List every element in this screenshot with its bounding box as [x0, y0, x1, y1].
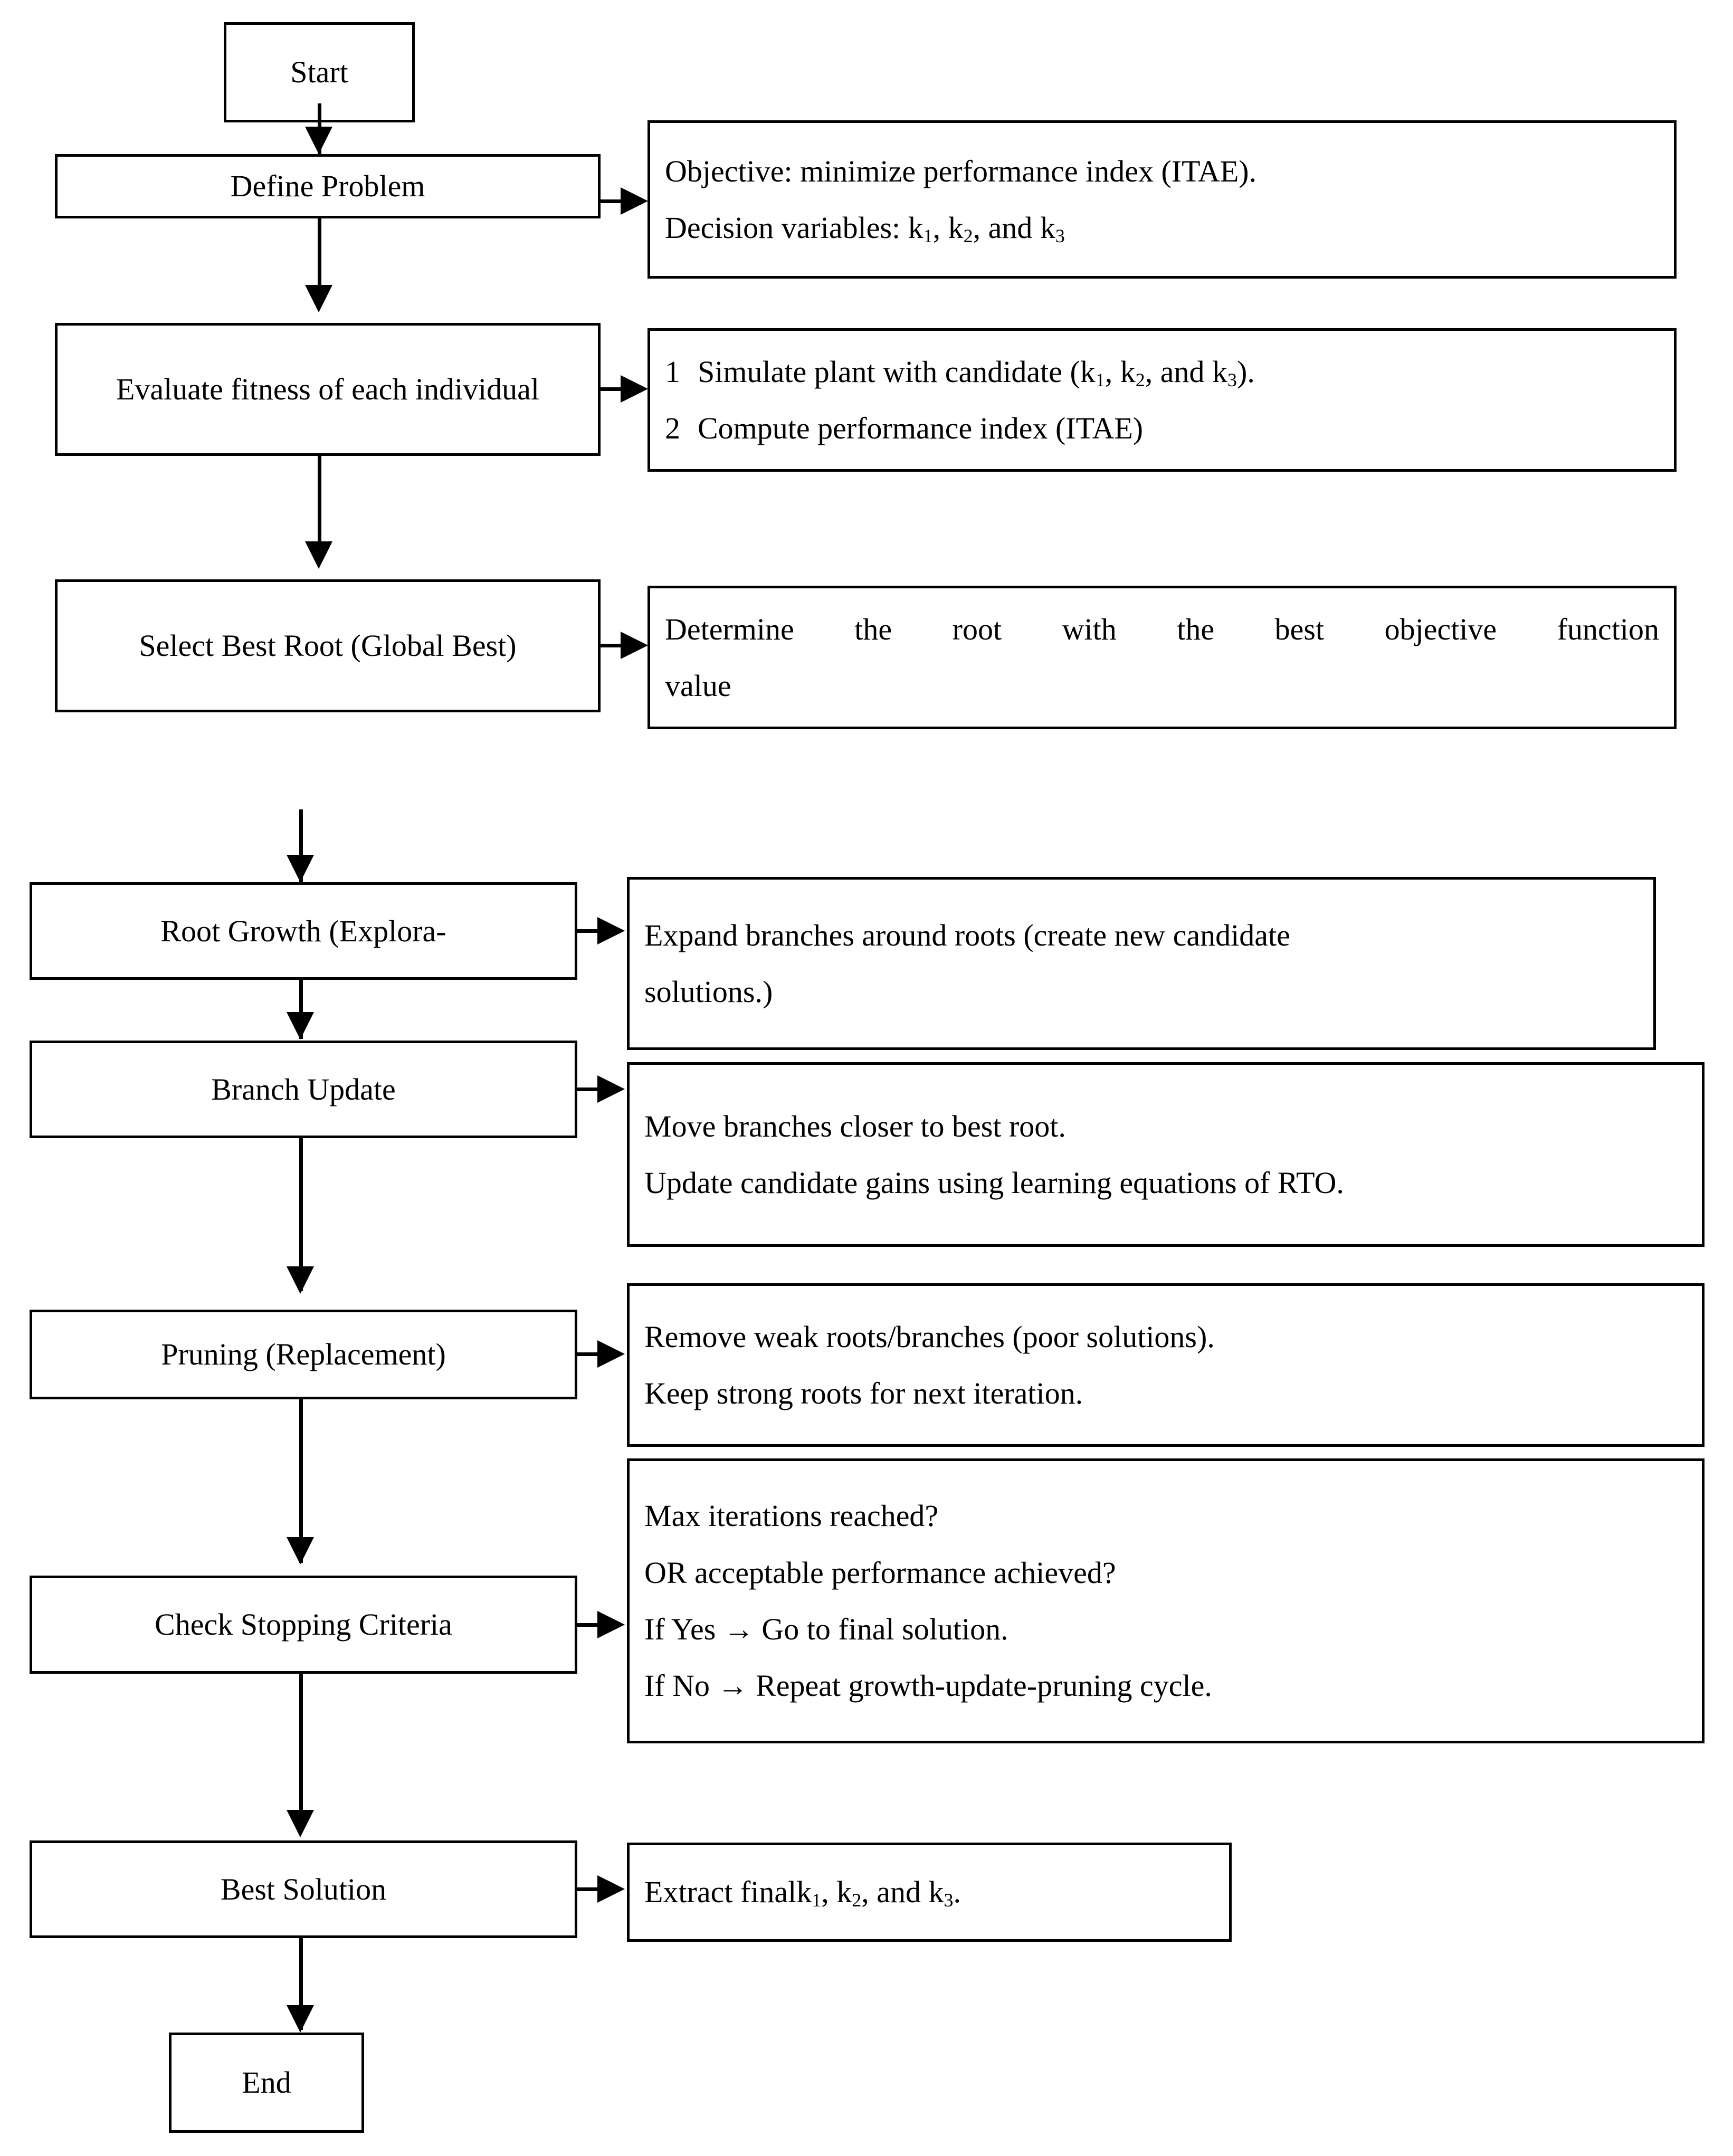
edge-pruning-to-check-arrowhead — [287, 1537, 314, 1564]
edge-check-to-detail-arrowhead — [597, 1611, 625, 1638]
edge-best-to-end-arrowhead — [287, 2005, 314, 2033]
node-check-stopping[interactable]: Check Stopping Criteria — [30, 1576, 577, 1674]
detail-root-growth: Expand branches around roots (create new… — [627, 877, 1656, 1050]
edge-define-to-evaluate-line — [318, 218, 321, 287]
node-branch-update[interactable]: Branch Update — [30, 1041, 577, 1138]
detail-evaluate-item1-number: 1 — [665, 354, 680, 389]
detail-branch-update: Move branches closer to best root. Updat… — [627, 1062, 1705, 1247]
edge-select-to-detail-arrowhead — [621, 632, 648, 659]
edge-rootgrowth-to-detail-line — [577, 929, 610, 933]
node-select-best-root[interactable]: Select Best Root (Global Best) — [55, 579, 601, 712]
detail-select-best-root-line1: Determine the root with the best objecti… — [665, 612, 1659, 646]
edge-best-to-end-line — [299, 1938, 303, 2030]
detail-define-problem: Objective: minimize performance index (I… — [648, 120, 1677, 279]
edge-define-to-detail-arrowhead — [621, 187, 648, 215]
edge-branch-to-pruning-arrowhead — [287, 1266, 314, 1294]
edge-best-to-detail-line — [577, 1887, 610, 1891]
detail-evaluate-item2-number: 2 — [665, 411, 680, 445]
edge-evaluate-to-select-line — [318, 456, 321, 543]
node-evaluate-fitness-label: Evaluate fitness of each individual — [116, 372, 540, 407]
node-pruning-label: Pruning (Replacement) — [161, 1337, 446, 1372]
edge-start-to-define-arrowhead — [305, 127, 332, 154]
detail-check-stopping-line1: Max iterations reached? — [644, 1499, 939, 1533]
node-define-problem-label: Define Problem — [230, 169, 425, 204]
node-pruning[interactable]: Pruning (Replacement) — [30, 1310, 577, 1399]
detail-check-stopping-line2: OR acceptable performance achieved? — [644, 1555, 1116, 1590]
edge-select-to-rootgrowth-line — [299, 809, 303, 890]
edge-select-to-detail-line — [601, 644, 636, 647]
edge-best-to-detail-arrowhead — [597, 1875, 625, 1903]
edge-rootgrowth-to-branch-arrowhead — [287, 1012, 314, 1039]
node-evaluate-fitness[interactable]: Evaluate fitness of each individual — [55, 323, 601, 456]
edge-pruning-to-check-line — [299, 1399, 303, 1563]
detail-select-best-root-line2: value — [665, 669, 731, 703]
detail-evaluate-item2-text: Compute performance index (ITAE) — [698, 411, 1144, 445]
edge-rootgrowth-to-branch-line — [299, 980, 303, 1039]
detail-check-stopping: Max iterations reached? OR acceptable pe… — [627, 1458, 1705, 1743]
edge-evaluate-to-select-arrowhead — [305, 541, 332, 569]
node-root-growth[interactable]: Root Growth (Explora- — [30, 882, 577, 980]
edge-pruning-to-detail-line — [577, 1352, 610, 1356]
detail-best-solution: Extract finalk1, k2, and k3. — [627, 1843, 1232, 1942]
detail-pruning-line1: Remove weak roots/branches (poor solutio… — [644, 1319, 1215, 1354]
detail-root-growth-line2: solutions.) — [644, 975, 773, 1009]
edge-check-to-best-line — [299, 1674, 303, 1832]
detail-pruning: Remove weak roots/branches (poor solutio… — [627, 1283, 1705, 1447]
detail-select-best-root: Determine the root with the best objecti… — [648, 586, 1677, 729]
edge-define-to-detail-line — [601, 199, 636, 203]
detail-check-stopping-line3: If Yes → Go to final solution. — [644, 1612, 1008, 1646]
detail-evaluate-fitness-item2: 2 Compute performance index (ITAE) — [665, 400, 1659, 456]
node-best-solution-label: Best Solution — [220, 1872, 387, 1906]
edge-evaluate-to-detail-line — [601, 387, 636, 391]
node-define-problem[interactable]: Define Problem — [55, 154, 601, 218]
node-root-growth-label: Root Growth (Explora- — [160, 913, 446, 948]
node-end[interactable]: End — [169, 2033, 364, 2133]
node-check-stopping-label: Check Stopping Criteria — [155, 1607, 452, 1642]
detail-check-stopping-line4: If No → Repeat growth-update-pruning cyc… — [644, 1668, 1212, 1703]
detail-branch-update-line2: Update candidate gains using learning eq… — [644, 1166, 1344, 1200]
edge-define-to-evaluate-arrowhead — [305, 285, 332, 312]
edge-branch-to-pruning-line — [299, 1138, 303, 1291]
edge-branch-to-detail-arrowhead — [597, 1075, 625, 1103]
node-select-best-root-label: Select Best Root (Global Best) — [139, 628, 517, 663]
node-start-label: Start — [290, 55, 348, 90]
edge-select-to-rootgrowth-arrowhead — [287, 855, 314, 882]
detail-pruning-line2: Keep strong roots for next iteration. — [644, 1376, 1083, 1410]
node-branch-update-label: Branch Update — [211, 1072, 396, 1106]
detail-best-solution-line1: Extract finalk1, k2, and k3. — [644, 1875, 961, 1911]
node-end-label: End — [242, 2065, 291, 2100]
node-best-solution[interactable]: Best Solution — [30, 1840, 577, 1938]
edge-branch-to-detail-line — [577, 1087, 610, 1091]
edge-check-to-best-arrowhead — [287, 1810, 314, 1837]
edge-rootgrowth-to-detail-arrowhead — [597, 917, 625, 945]
detail-define-problem-line1: Objective: minimize performance index (I… — [665, 154, 1257, 188]
detail-define-problem-line2: Decision variables: k1, k2, and k3 — [665, 211, 1065, 246]
detail-branch-update-line1: Move branches closer to best root. — [644, 1109, 1066, 1143]
edge-pruning-to-detail-arrowhead — [597, 1340, 625, 1368]
detail-root-growth-line1: Expand branches around roots (create new… — [644, 918, 1290, 952]
edge-check-to-detail-line — [577, 1623, 610, 1627]
edge-evaluate-to-detail-arrowhead — [621, 375, 648, 403]
